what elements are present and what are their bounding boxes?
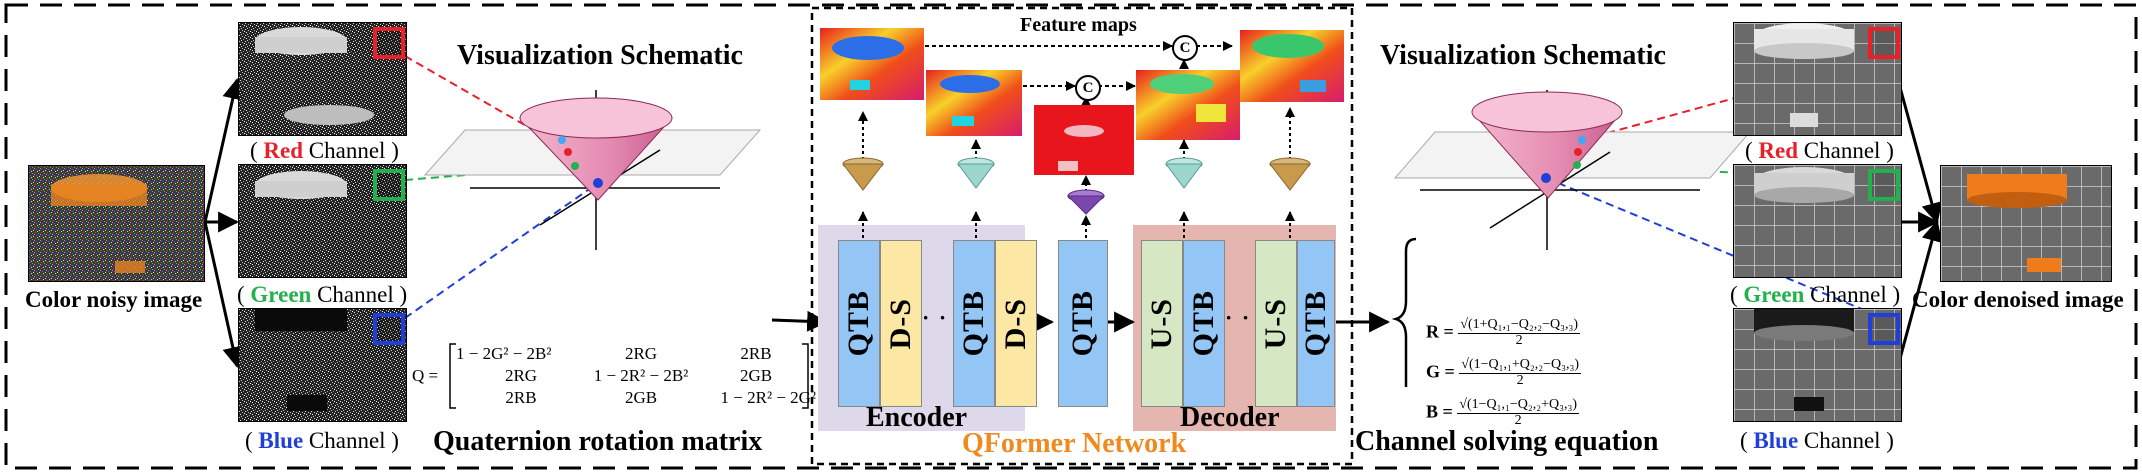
feature-map-2 [926, 70, 1022, 136]
blue-zoom-box [373, 313, 405, 345]
arrow-into-network [771, 310, 829, 332]
qtb-block-bottleneck: QTB [1058, 240, 1108, 407]
network-dashed-frame [810, 6, 1354, 466]
feature-maps-label: Feature maps [1020, 14, 1137, 36]
qtb-block-dec-2: QTB [1297, 240, 1335, 407]
output-caption: Color denoised image [1912, 287, 2124, 312]
matrix-right-bracket [802, 343, 809, 409]
right-green-zoom-box [1868, 169, 1900, 201]
right-blue-zoom-box [1868, 313, 1900, 345]
left-green-channel-image [238, 164, 407, 278]
left-visualization-title: Visualization Schematic [457, 40, 743, 71]
small-cone-bottleneck [1066, 189, 1106, 215]
solving-equation-caption: Channel solving equation [1355, 426, 1659, 457]
equation-b: B = √(1−Q₁,₁−Q₂,₂+Q₃,₃)2 [1426, 397, 1580, 428]
green-zoom-box [373, 169, 405, 201]
matrix-cell: 2RB [740, 344, 772, 363]
noisy-input-image [28, 165, 205, 282]
matrix-cell: 1 − 2R² − 2B² [593, 366, 689, 385]
network-title: QFormer Network [962, 428, 1187, 459]
matrix-q-label: Q = [412, 366, 439, 385]
concat-node-top: C [1172, 35, 1198, 61]
matrix-cell: 2RG [624, 344, 658, 363]
matrix-cell: 2GB [624, 388, 658, 407]
feature-map-1 [820, 28, 924, 100]
qtb-block-enc-2: QTB [953, 240, 995, 407]
right-red-channel-image [1733, 22, 1902, 136]
qtb-block-dec-1: QTB [1183, 240, 1225, 407]
right-green-channel-image [1733, 164, 1902, 278]
blue-dashed-link [404, 182, 599, 319]
small-cone-4 [1268, 157, 1312, 191]
arrow-to-blue-channel [203, 221, 244, 369]
input-caption: Color noisy image [25, 287, 203, 312]
left-visualization-cone [423, 90, 762, 250]
small-cone-1 [841, 157, 885, 191]
left-red-channel-image [238, 22, 407, 136]
matrix-cell: 1 − 2R² − 2G² [720, 388, 816, 407]
decoder-label: Decoder [1180, 402, 1280, 433]
equation-brace [1391, 237, 1417, 387]
arrow-from-blue-channel [1896, 219, 1943, 367]
ds-block-1: D-S [880, 240, 922, 407]
arrow-from-red-channel [1896, 79, 1943, 225]
concat-node-mid: C [1075, 75, 1101, 101]
matrix-cell: 2RB [505, 388, 537, 407]
right-visualization-cone [1393, 90, 1752, 250]
arrow-to-red-channel [203, 77, 244, 223]
us-block-2: U-S [1255, 240, 1297, 407]
matrix-cell: 2RG [504, 366, 538, 385]
left-green-channel-caption: ( Green Channel ) [237, 282, 408, 307]
right-blue-channel-caption: ( Blue Channel ) [1740, 428, 1894, 453]
qtb-block-enc-1: QTB [838, 240, 880, 407]
small-cone-3 [1165, 157, 1203, 189]
left-red-channel-caption: ( Red Channel ) [250, 138, 399, 163]
right-visualization-title: Visualization Schematic [1380, 40, 1666, 71]
matrix-left-bracket [449, 343, 456, 409]
small-cone-2 [957, 157, 995, 189]
right-blue-channel-image [1733, 308, 1902, 422]
encoder-label: Encoder [866, 402, 968, 433]
feature-map-5 [1240, 30, 1344, 102]
feature-map-4 [1136, 70, 1240, 140]
matrix-cell: 2GB [739, 366, 773, 385]
blue-dashed-link-right [1545, 177, 1889, 321]
red-zoom-box [373, 27, 405, 59]
us-block-1: U-S [1141, 240, 1183, 407]
matrix-cell: 1 − 2G² − 2B² [456, 344, 552, 363]
right-red-zoom-box [1868, 27, 1900, 59]
equation-r: R = √(1+Q₁,₁−Q₂,₂−Q₃,₃)2 [1426, 317, 1581, 348]
feature-map-3 [1034, 105, 1134, 175]
denoised-output-image [1940, 165, 2112, 282]
right-red-channel-caption: ( Red Channel ) [1745, 138, 1894, 163]
left-blue-channel-image [238, 308, 407, 422]
outer-dashed-frame [4, 3, 2138, 470]
left-blue-channel-caption: ( Blue Channel ) [245, 428, 399, 453]
right-green-channel-caption: ( Green Channel ) [1730, 282, 1901, 307]
equation-g: G = √(1−Q₁,₁+Q₂,₂−Q₃,₃)2 [1426, 357, 1582, 388]
rotation-matrix-caption: Quaternion rotation matrix [433, 426, 763, 457]
ds-block-2: D-S [995, 240, 1037, 407]
